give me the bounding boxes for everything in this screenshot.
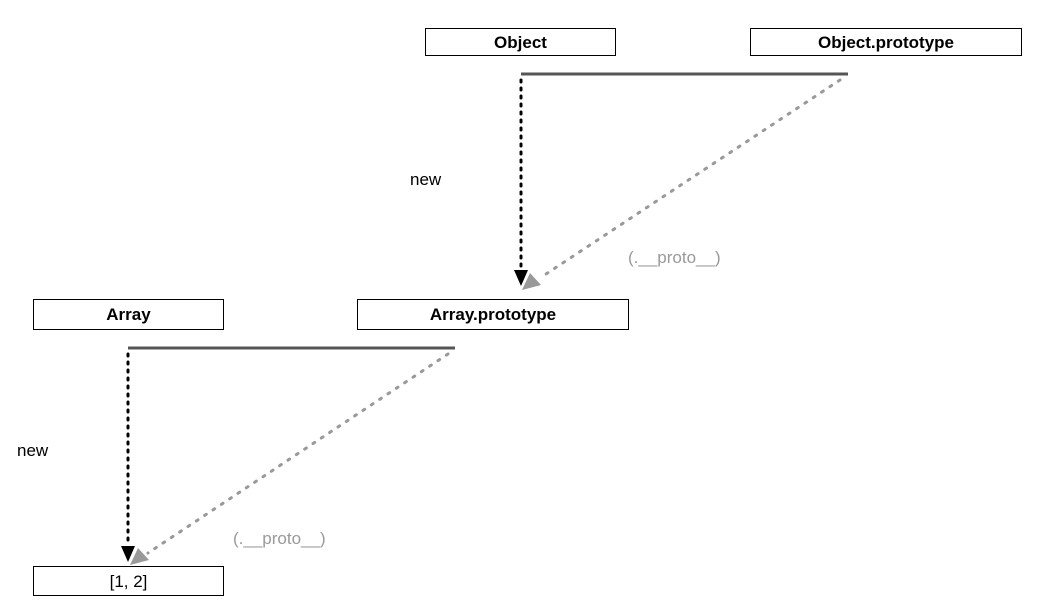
proto-label-bottom: (.__proto__) [233, 529, 326, 548]
new-arrowhead-bottom [121, 546, 135, 562]
object-node: Object [425, 28, 616, 56]
array-node: Array [33, 299, 224, 330]
proto-arrow-top [538, 78, 842, 280]
object-label: Object [494, 33, 547, 52]
proto-label-top: (.__proto__) [628, 248, 721, 267]
array-instance-node: [1, 2] [33, 566, 224, 596]
array-prototype-node: Array.prototype [357, 299, 629, 330]
proto-arrowhead-bottom [130, 548, 149, 565]
array-prototype-label: Array.prototype [430, 305, 556, 324]
new-label-top: new [410, 170, 442, 189]
array-instance-label: [1, 2] [110, 572, 148, 591]
new-label-bottom: new [17, 441, 49, 460]
object-prototype-label: Object.prototype [818, 33, 954, 52]
proto-arrowhead-top [522, 273, 541, 290]
new-arrowhead-top [514, 270, 528, 286]
array-label: Array [106, 305, 151, 324]
proto-arrow-bottom [146, 352, 450, 555]
object-prototype-node: Object.prototype [750, 28, 1022, 56]
